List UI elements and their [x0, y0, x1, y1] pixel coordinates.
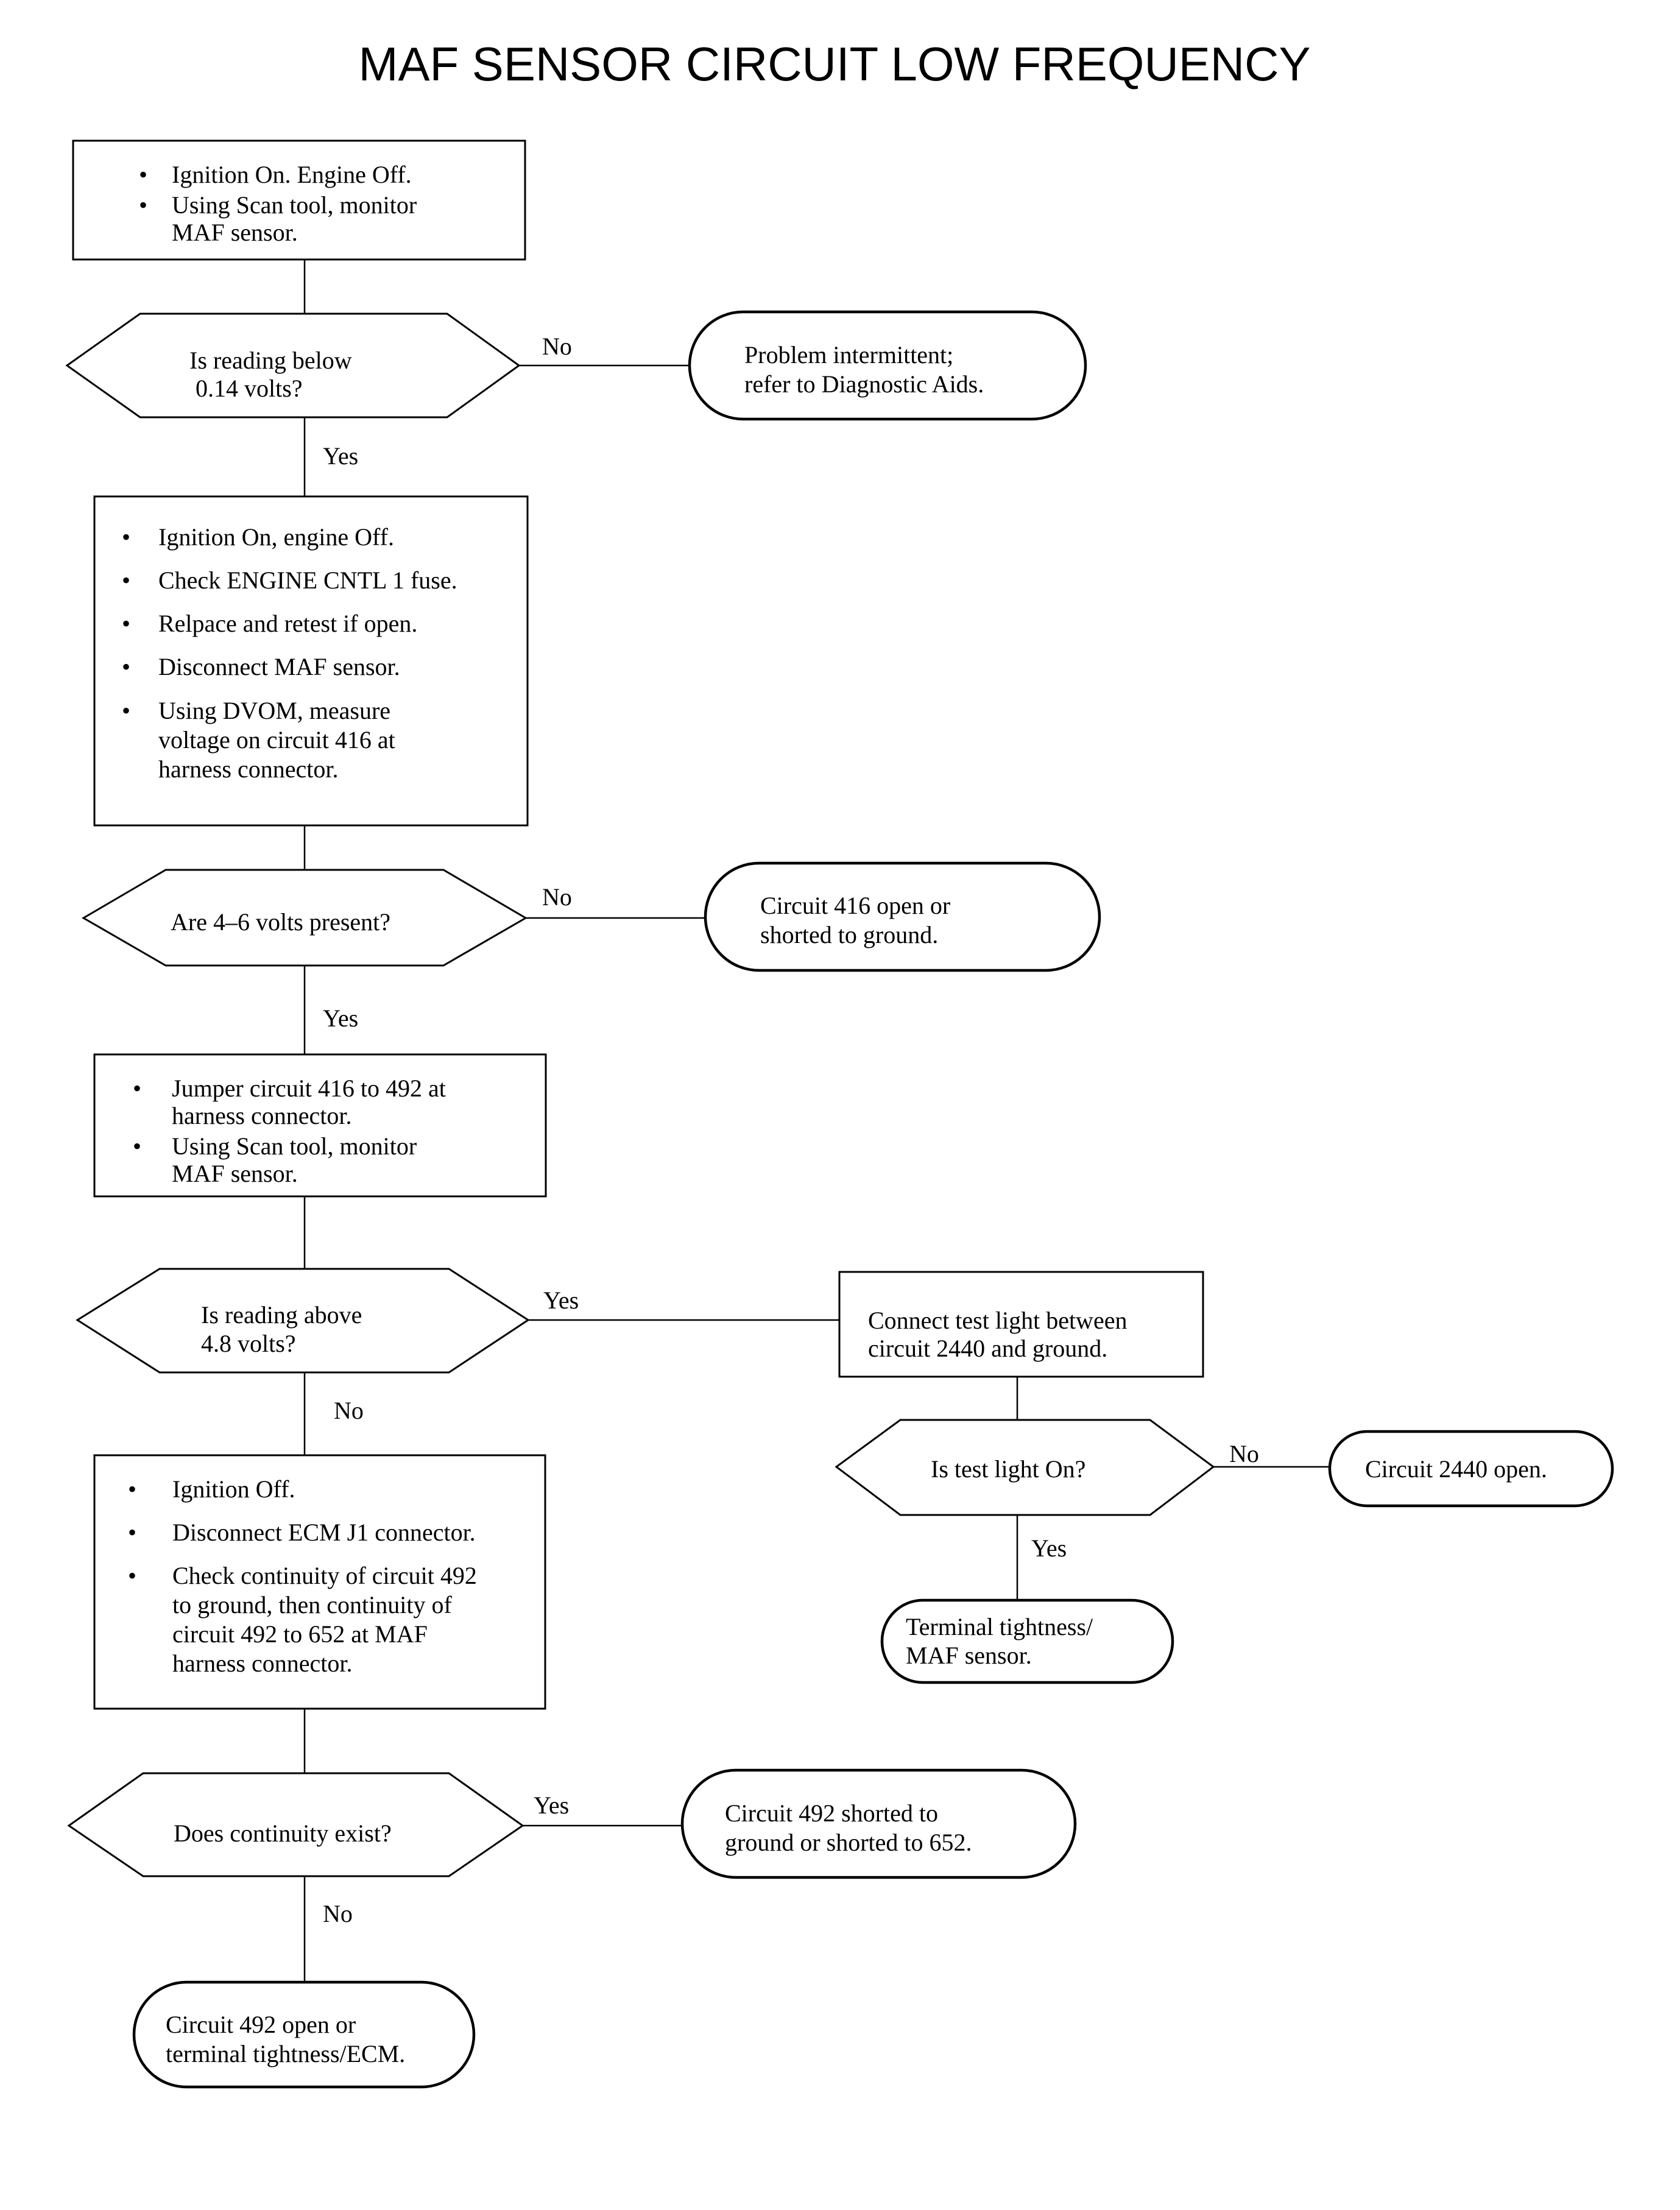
decision-q1: Is reading below 0.14 volts?: [65, 312, 521, 418]
bullet: •: [122, 610, 130, 637]
step1-line: Ignition On. Engine Off.: [172, 161, 412, 188]
step5-box: • Ignition Off. • Disconnect ECM J1 conn…: [93, 1454, 546, 1710]
bullet: •: [122, 567, 130, 594]
step2-line: Disconnect MAF sensor.: [158, 653, 400, 680]
step2-line: Relpace and retest if open.: [158, 610, 417, 637]
q4-line: Is test light On?: [931, 1455, 1085, 1483]
label-q3-no: No: [334, 1397, 364, 1424]
bullet: •: [128, 1562, 136, 1589]
step4-line: circuit 2440 and ground.: [868, 1335, 1107, 1362]
label-q2-no: No: [542, 883, 572, 911]
q1-line: 0.14 volts?: [196, 375, 303, 402]
label-q3-yes: Yes: [543, 1287, 579, 1314]
label-q4-yes: Yes: [1031, 1534, 1067, 1562]
branch-labels: No Yes No Yes Yes No No Yes Yes No: [323, 333, 1259, 1927]
step4-box: Connect test light between circuit 2440 …: [838, 1271, 1204, 1378]
bullet: •: [133, 1132, 141, 1160]
step5-line: Disconnect ECM J1 connector.: [172, 1519, 476, 1546]
label-q1-no: No: [542, 333, 572, 360]
step2-line: voltage on circuit 416 at: [158, 726, 395, 754]
step5-line: Ignition Off.: [172, 1475, 295, 1503]
result-r1: Problem intermittent; refer to Diagnosti…: [688, 310, 1087, 421]
r1-line: refer to Diagnostic Aids.: [744, 370, 984, 398]
bullet: •: [133, 1075, 141, 1102]
decision-q5: Does continuity exist?: [67, 1772, 524, 1877]
decision-q3: Is reading above 4.8 volts?: [76, 1268, 530, 1374]
r1-line: Problem intermittent;: [744, 341, 953, 369]
q3-line: Is reading above: [201, 1301, 362, 1329]
r7-line: Circuit 492 open or: [166, 2011, 356, 2038]
r7-line: terminal tightness/ECM.: [166, 2040, 405, 2067]
step3-box: • Jumper circuit 416 to 492 at harness c…: [93, 1053, 547, 1198]
decision-q4: Is test light On?: [835, 1419, 1215, 1516]
result-r7: Circuit 492 open or terminal tightness/E…: [132, 1980, 476, 2089]
q2-line: Are 4–6 volts present?: [171, 908, 390, 936]
r5-line: MAF sensor.: [906, 1642, 1032, 1669]
result-r2: Circuit 416 open or shorted to ground.: [704, 861, 1101, 972]
bullet: •: [122, 653, 130, 680]
step3-line: harness connector.: [172, 1102, 351, 1129]
step4-line: Connect test light between: [868, 1307, 1127, 1334]
page-title: MAF SENSOR CIRCUIT LOW FREQUENCY: [358, 37, 1310, 91]
r2-line: Circuit 416 open or: [760, 892, 950, 919]
bullet: •: [122, 697, 130, 724]
step2-line: Check ENGINE CNTL 1 fuse.: [158, 567, 457, 594]
step5-line: circuit 492 to 652 at MAF: [172, 1620, 428, 1648]
q1-line: Is reading below: [189, 347, 352, 374]
label-q4-no: No: [1229, 1440, 1259, 1467]
label-q5-yes: Yes: [534, 1792, 569, 1819]
label-q5-no: No: [323, 1900, 353, 1927]
q3-line: 4.8 volts?: [201, 1330, 296, 1357]
step1-line: Using Scan tool, monitor: [172, 191, 417, 219]
step5-line: Check continuity of circuit 492: [172, 1562, 477, 1589]
bullet: •: [122, 523, 130, 551]
step3-line: Using Scan tool, monitor: [172, 1132, 417, 1160]
bullet: •: [139, 161, 147, 188]
result-r6: Circuit 492 shorted to ground or shorted…: [680, 1768, 1077, 1879]
result-r4: Circuit 2440 open.: [1328, 1430, 1614, 1508]
label-q2-yes: Yes: [323, 1004, 358, 1032]
step2-line: Ignition On, engine Off.: [158, 523, 394, 551]
step3-line: Jumper circuit 416 to 492 at: [172, 1075, 446, 1102]
bullet: •: [128, 1475, 136, 1503]
step5-line: harness connector.: [172, 1650, 352, 1677]
r4-line: Circuit 2440 open.: [1365, 1455, 1547, 1483]
step5-line: to ground, then continuity of: [172, 1591, 453, 1619]
step3-line: MAF sensor.: [172, 1160, 298, 1187]
r5-line: Terminal tightness/: [906, 1613, 1093, 1640]
result-r5: Terminal tightness/ MAF sensor.: [880, 1598, 1174, 1684]
step2-line: harness connector.: [158, 755, 338, 783]
r6-line: ground or shorted to 652.: [725, 1829, 972, 1856]
r6-line: Circuit 492 shorted to: [725, 1799, 938, 1827]
q5-line: Does continuity exist?: [174, 1820, 392, 1847]
step1-box: • Ignition On. Engine Off. • Using Scan …: [72, 139, 526, 261]
bullet: •: [128, 1519, 136, 1546]
step1-line: MAF sensor.: [172, 219, 298, 246]
connectors: [303, 259, 1330, 1982]
step2-line: Using DVOM, measure: [158, 697, 390, 724]
label-q1-yes: Yes: [323, 442, 358, 470]
step2-box: • Ignition On, engine Off. • Check ENGIN…: [93, 495, 529, 827]
decision-q2: Are 4–6 volts present?: [82, 869, 528, 967]
bullet: •: [139, 191, 147, 219]
r2-line: shorted to ground.: [760, 921, 938, 948]
